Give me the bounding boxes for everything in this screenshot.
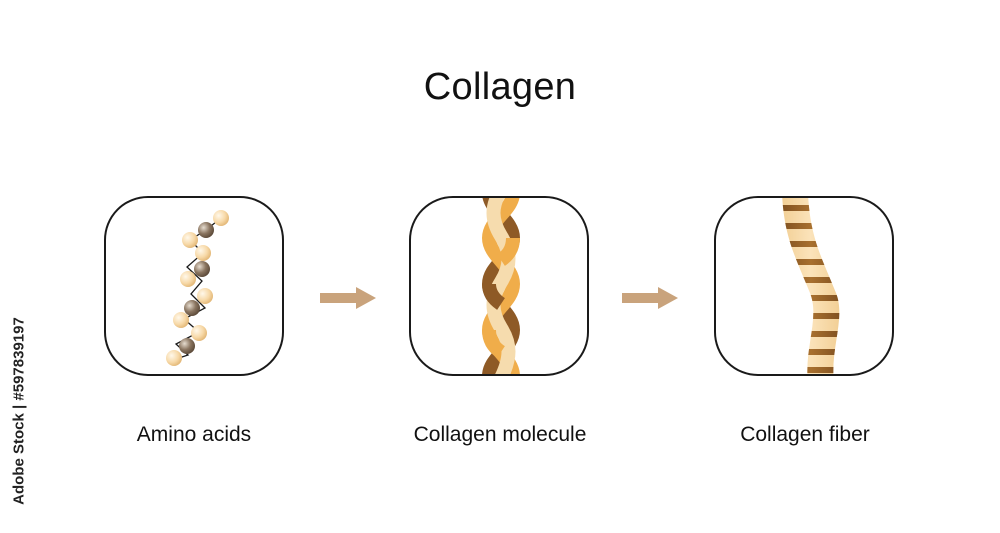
amino-acid-chain-illustration: [166, 210, 229, 366]
watermark-text: Adobe Stock | #597839197: [10, 317, 28, 505]
stage-label-amino-acids: Amino acids: [136, 423, 252, 446]
right-arrow-icon: [320, 287, 376, 309]
right-arrow-icon: [622, 287, 678, 309]
stock-watermark: Adobe Stock | #597839197: [6, 296, 32, 526]
stage-label-collagen-molecule: Collagen molecule: [413, 423, 587, 446]
stage-label-collagen-fiber: Collagen fiber: [740, 423, 870, 446]
banded-fiber-illustration: [782, 198, 840, 374]
diagram-title: Collagen: [423, 66, 577, 108]
collagen-molecule-panel: [409, 196, 589, 376]
amino-acids-panel: [104, 196, 284, 376]
collagen-fiber-panel: [714, 196, 894, 376]
triple-helix-illustration: [481, 198, 521, 374]
